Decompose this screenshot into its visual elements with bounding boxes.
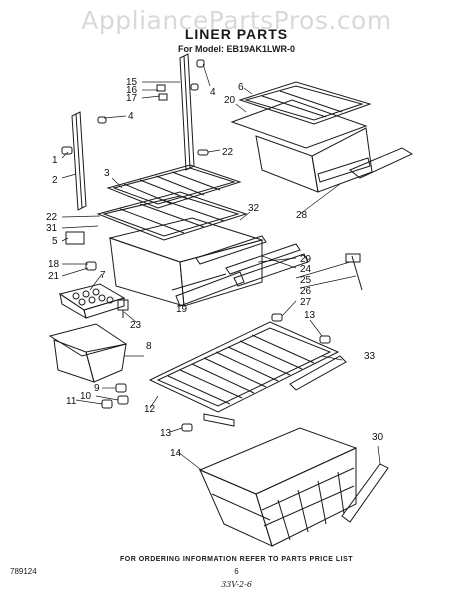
shelf-front-trim <box>203 413 235 427</box>
callout-4-left: 4 <box>128 111 134 122</box>
part-23-bracket <box>117 299 129 318</box>
callout-29: 29 <box>300 254 312 265</box>
callout-5: 5 <box>52 236 58 247</box>
callout-15: 15 <box>126 77 138 88</box>
callout-18: 18 <box>48 259 60 270</box>
egg-tray <box>58 283 126 320</box>
callout-33: 33 <box>364 351 376 362</box>
rail-clips <box>97 59 205 124</box>
callout-22-left: 22 <box>46 212 58 223</box>
leader-lines <box>61 63 381 473</box>
callout-30: 30 <box>372 432 384 443</box>
callout-26: 26 <box>300 286 312 297</box>
callout-21: 21 <box>48 271 60 282</box>
part-10-stop <box>117 395 129 405</box>
callout-14: 14 <box>170 448 182 459</box>
callout-32: 32 <box>248 203 260 214</box>
callout-13-right: 13 <box>304 310 316 321</box>
left-crisper-pan <box>108 217 264 307</box>
page-number: 6 <box>234 567 239 576</box>
crisper-cover-strip <box>195 235 267 265</box>
callout-24: 24 <box>300 264 312 275</box>
document-code: 789124 <box>10 567 37 576</box>
callout-9: 9 <box>94 383 100 394</box>
callout-17: 17 <box>126 93 138 104</box>
left-shelf-rail <box>71 111 87 211</box>
callout-16: 16 <box>126 85 138 96</box>
pan-front-strips <box>175 243 309 307</box>
callout-31: 31 <box>46 223 58 234</box>
door-bin <box>48 323 128 383</box>
rail-cap-1 <box>61 146 73 155</box>
callout-22-top: 22 <box>222 147 234 158</box>
callout-7: 7 <box>100 270 106 281</box>
upper-right-shelf <box>238 81 372 125</box>
upper-left-shelf <box>106 164 242 209</box>
drawer-cover-28 <box>349 147 414 179</box>
shelf-trim-33 <box>289 355 347 391</box>
callout-11: 11 <box>66 396 77 407</box>
callout-19: 19 <box>176 304 188 315</box>
callout-2: 2 <box>52 175 58 186</box>
ordering-note: FOR ORDERING INFORMATION REFER TO PARTS … <box>119 556 354 563</box>
watermark: AppliancePartsPros.com <box>81 6 392 35</box>
part-9-stop <box>115 383 127 393</box>
callout-23: 23 <box>130 320 142 331</box>
glass-shelf <box>96 191 248 241</box>
callout-12: 12 <box>144 404 156 415</box>
callout-28: 28 <box>296 210 308 221</box>
callout-13-lower: 13 <box>160 428 172 439</box>
model-number: For Model: EB19AK1LWR-0 <box>177 44 295 54</box>
basket-rail-30 <box>341 463 389 523</box>
handwritten-code: 33V-2-6 <box>221 580 252 589</box>
callout-20: 20 <box>224 95 236 106</box>
callout-1: 1 <box>52 155 58 166</box>
callout-10: 10 <box>80 391 92 402</box>
lower-wire-shelf <box>148 321 340 413</box>
wire-basket <box>198 427 358 547</box>
callout-4-top: 4 <box>210 87 216 98</box>
part-13-lower-clip <box>181 423 193 432</box>
callout-27: 27 <box>300 297 312 308</box>
part-21-clip <box>85 261 97 271</box>
part-11-stop <box>101 399 113 409</box>
part-13-clip <box>319 335 331 344</box>
diagram-title: LINER PARTS <box>184 26 289 42</box>
right-drawer <box>230 99 373 193</box>
callout-8: 8 <box>146 341 152 352</box>
glide-22 <box>197 149 209 156</box>
part-27-clip <box>271 313 283 322</box>
callout-6: 6 <box>238 82 244 93</box>
damper-control <box>345 253 363 291</box>
callout-25: 25 <box>300 275 312 286</box>
callout-3: 3 <box>104 168 110 179</box>
center-shelf-rail <box>179 53 195 171</box>
part-5-bracket <box>65 231 85 245</box>
